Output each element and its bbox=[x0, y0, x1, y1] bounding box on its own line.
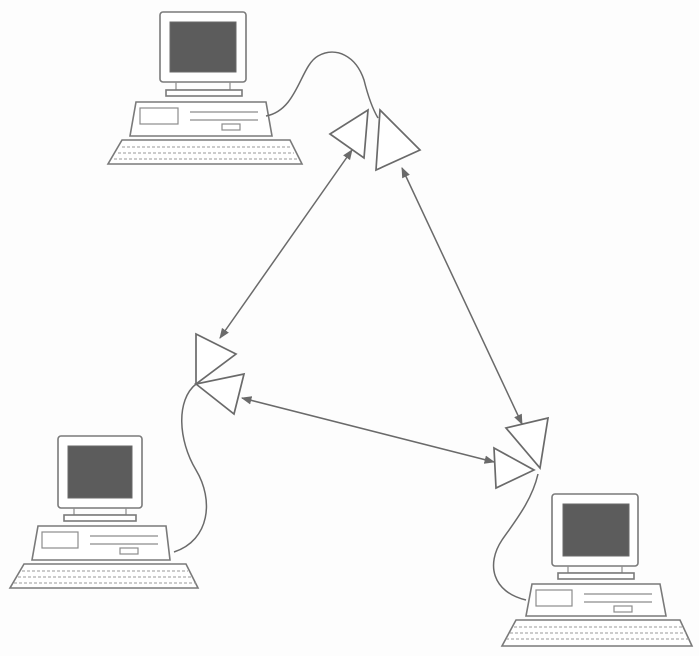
keyboard-top bbox=[108, 140, 302, 164]
monitor-top bbox=[160, 12, 246, 96]
antenna-left bbox=[196, 334, 244, 414]
cable-bottom-left bbox=[174, 384, 206, 552]
keyboard-bottom-left bbox=[10, 564, 198, 588]
monitor-bottom-left bbox=[58, 436, 142, 521]
computer-top bbox=[108, 12, 302, 164]
link-top-to-right bbox=[402, 168, 522, 424]
screen-top bbox=[170, 22, 236, 72]
system-unit-bottom-left bbox=[32, 526, 170, 560]
system-unit-top bbox=[130, 102, 272, 136]
antenna-right bbox=[494, 418, 548, 488]
keyboard-bottom-right bbox=[502, 620, 692, 646]
computer-bottom-left bbox=[10, 436, 198, 588]
computer-bottom-right bbox=[502, 494, 692, 646]
link-left-to-right bbox=[242, 398, 494, 462]
screen-bottom-right bbox=[563, 504, 629, 556]
system-unit-bottom-right bbox=[526, 584, 666, 616]
monitor-bottom-right bbox=[552, 494, 638, 579]
link-top-to-left bbox=[220, 150, 352, 338]
cable-bottom-right bbox=[494, 474, 538, 600]
cable-top bbox=[266, 52, 378, 118]
screen-bottom-left bbox=[68, 446, 132, 498]
